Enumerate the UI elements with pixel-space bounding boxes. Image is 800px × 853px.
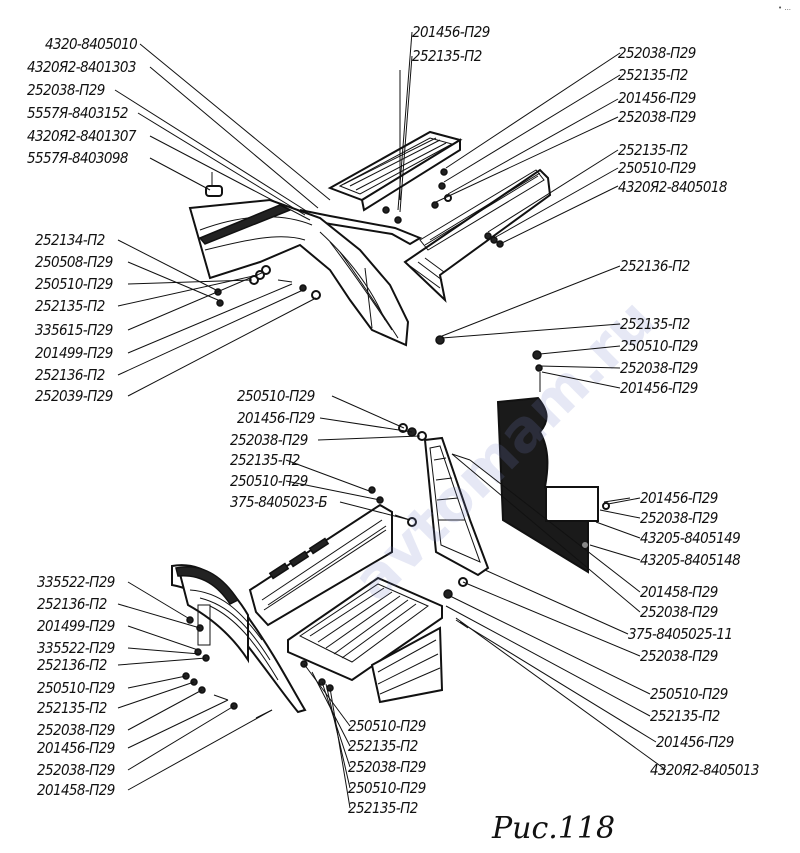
part-label: 252134-П2 — [35, 231, 105, 249]
part-label: 252038-П29 — [620, 359, 698, 377]
part-label: 252038-П29 — [618, 44, 696, 62]
part-label: 250510-П29 — [620, 337, 698, 355]
part-label: 252038-П29 — [348, 758, 426, 776]
part-label: 252135-П2 — [618, 66, 688, 84]
part-label: 252038-П29 — [37, 721, 115, 739]
part-label: 250510-П29 — [348, 779, 426, 797]
part-label: 5557Я-8403152 — [27, 104, 128, 122]
part-label: 252136-П2 — [37, 656, 107, 674]
part-label: 252135-П2 — [618, 141, 688, 159]
part-label: 335522-П29 — [37, 639, 115, 657]
part-label: 252135-П2 — [620, 315, 690, 333]
part-label: 252135-П2 — [348, 799, 418, 817]
part-label: 252038-П29 — [640, 509, 718, 527]
labels-left-mid: 252134-П2 250508-П29 250510-П29 252135-П… — [35, 231, 113, 405]
part-label: 201458-П29 — [640, 583, 718, 601]
part-label: 201499-П29 — [37, 617, 115, 635]
labels-right-lower: 201456-П29 252038-П29 43205-8405149 4320… — [628, 489, 759, 779]
part-label: 250510-П29 — [237, 387, 315, 405]
figure-caption: Рис.118 — [491, 811, 615, 846]
part-label: 252135-П2 — [412, 47, 482, 65]
part-label: 250510-П29 — [348, 717, 426, 735]
part-label: 252038-П29 — [37, 761, 115, 779]
part-label: 375-8405023-Б — [230, 493, 327, 511]
part-label: 201456-П29 — [237, 409, 315, 427]
part-label: 252135-П2 — [35, 297, 105, 315]
part-label: 201456-П29 — [656, 733, 734, 751]
part-label: 4320Я2-8401307 — [27, 127, 137, 145]
part-label: 252038-П29 — [230, 431, 308, 449]
part-label: 252038-П29 — [27, 81, 105, 99]
part-label: 4320Я2-8405018 — [618, 178, 727, 196]
lower-left-fender — [171, 564, 334, 719]
part-label: 252039-П29 — [35, 387, 113, 405]
part-label: 43205-8405149 — [640, 529, 740, 547]
part-label: 250508-П29 — [35, 253, 113, 271]
part-label: 5557Я-8403098 — [27, 149, 128, 167]
leader-lines — [114, 31, 667, 809]
part-label: 201458-П29 — [37, 781, 115, 799]
corner-mark: • ... — [778, 4, 791, 12]
part-label: 252135-П2 — [650, 707, 720, 725]
part-label: 375-8405025-11 — [628, 625, 732, 643]
part-label: 201456-П29 — [618, 89, 696, 107]
part-label: 201456-П29 — [620, 379, 698, 397]
upper-left-fender — [188, 198, 410, 347]
part-label: 252135-П2 — [37, 699, 107, 717]
labels-right-mid: 252135-П2 250510-П29 252038-П29 201456-П… — [620, 315, 698, 397]
part-label: 43205-8405148 — [640, 551, 740, 569]
part-label: 250510-П29 — [37, 679, 115, 697]
mud-flap — [496, 396, 631, 574]
part-label: 252038-П29 — [640, 603, 718, 621]
part-label: 252135-П2 — [230, 451, 300, 469]
upper-bracket-bar — [299, 209, 423, 246]
upper-step-plate — [327, 130, 463, 212]
part-label: 335615-П29 — [35, 321, 113, 339]
part-label: 335522-П29 — [37, 573, 115, 591]
part-label: 252136-П2 — [35, 366, 105, 384]
part-label: 201499-П29 — [35, 344, 113, 362]
labels-center-bottom: 250510-П29 252135-П2 252038-П29 250510-П… — [348, 717, 426, 817]
lower-step-platform — [287, 576, 469, 704]
part-label: 250510-П29 — [618, 159, 696, 177]
labels-center-mid: 250510-П29 201456-П29 252038-П29 252135-… — [230, 387, 328, 511]
part-label: 250510-П29 — [230, 472, 308, 490]
loose-washer — [435, 335, 445, 345]
part-label: 201456-П29 — [412, 23, 490, 41]
part-label: 250510-П29 — [650, 685, 728, 703]
labels-top-center: 201456-П29 252135-П2 — [412, 23, 490, 65]
part-label: 4320Я2-8405013 — [650, 761, 759, 779]
part-label: 252135-П2 — [348, 737, 418, 755]
part-label: 252038-П29 — [618, 108, 696, 126]
part-label: 252136-П2 — [37, 595, 107, 613]
labels-left-bottom: 335522-П29 252136-П2 201499-П29 335522-П… — [37, 573, 115, 799]
part-label: 252136-П2 — [620, 257, 690, 275]
labels-left-top: 4320-8405010 4320Я2-8401303 252038-П29 5… — [27, 35, 138, 167]
part-label: 4320-8405010 — [45, 35, 137, 53]
part-label: 4320Я2-8401303 — [27, 58, 136, 76]
part-label: 252038-П29 — [640, 647, 718, 665]
part-label: 250510-П29 — [35, 275, 113, 293]
part-label: 201456-П29 — [37, 739, 115, 757]
upper-right-step-strip — [403, 168, 552, 303]
labels-right-top: 252038-П29 252135-П2 201456-П29 252038-П… — [618, 44, 727, 196]
part-label: 201456-П29 — [640, 489, 718, 507]
